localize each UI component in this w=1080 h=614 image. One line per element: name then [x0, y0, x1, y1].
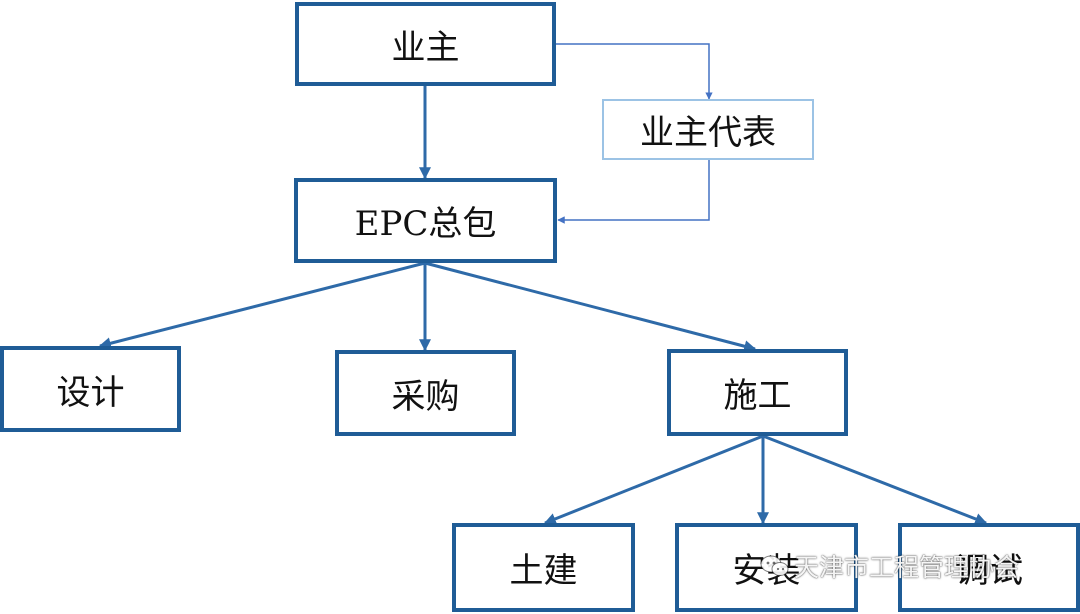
- edge-epc-design: [98, 261, 426, 350]
- wechat-icon: [760, 554, 790, 578]
- node-epc: EPC总包: [294, 178, 557, 263]
- node-procurement: 采购: [335, 350, 516, 436]
- edge-epc-construction: [424, 261, 757, 353]
- node-owner-rep: 业主代表: [602, 99, 814, 160]
- watermark: 天津市工程管理协会: [760, 548, 1019, 584]
- node-owner-label: 业主: [391, 27, 460, 68]
- node-commissioning: 调试: [898, 523, 1080, 612]
- node-civil-label: 土建: [509, 551, 578, 591]
- edge-construction-commissioning: [762, 434, 988, 525]
- node-owner-rep-label: 业主代表: [640, 113, 776, 153]
- node-construction: 施工: [667, 349, 848, 436]
- edge-owner-rep: [556, 43, 713, 100]
- node-construction-label: 施工: [723, 376, 792, 416]
- edge-construction-civil: [543, 434, 764, 525]
- node-design-label: 设计: [56, 372, 125, 413]
- node-design: 设计: [0, 346, 181, 432]
- edge-rep-epc: [557, 160, 710, 224]
- node-epc-label: EPC总包: [354, 204, 497, 244]
- node-owner: 业主: [295, 2, 556, 86]
- watermark-text: 天津市工程管理协会: [794, 553, 1020, 582]
- node-procurement-label: 采购: [391, 376, 460, 417]
- node-civil: 土建: [452, 523, 635, 612]
- node-commissioning-label: 调试: [955, 551, 1023, 591]
